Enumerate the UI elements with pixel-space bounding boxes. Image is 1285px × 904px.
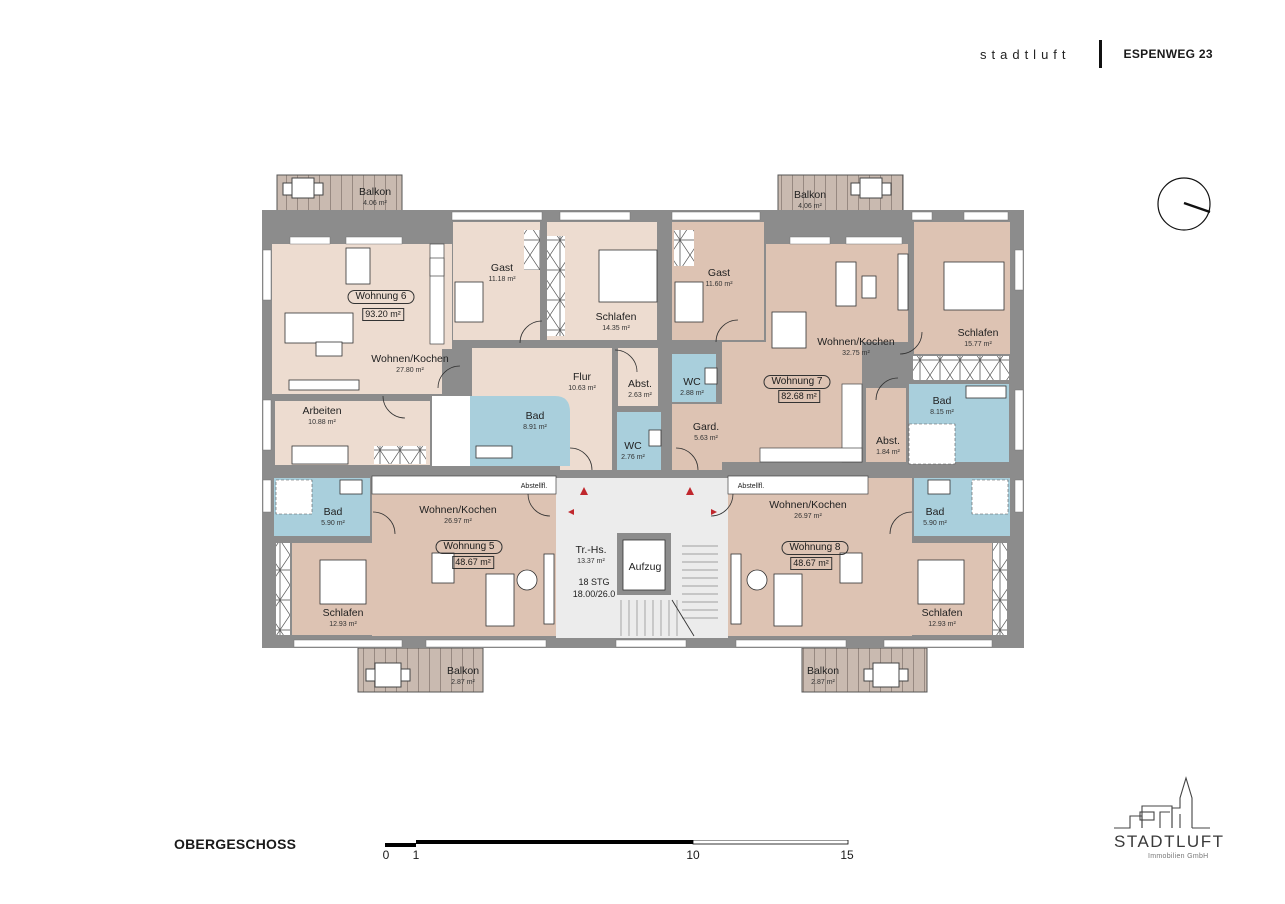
unit-tag-wohnung-7: Wohnung 7 (763, 375, 831, 389)
room-label-abstellfl-w5: Abstellfl. (520, 483, 548, 490)
balcony-bottom-left (357, 647, 484, 693)
unit-tag-wohnung-6: Wohnung 6 (347, 290, 415, 304)
brand-wordmark: stadtluft (980, 46, 1071, 62)
room-label-treppenhaus: Tr.-Hs.13.37 m² (575, 544, 607, 566)
north-compass-icon (1157, 177, 1211, 231)
logo-wordmark: STADTLUFT (1114, 832, 1225, 851)
unit-area-wohnung-7: 82.68 m² (778, 390, 820, 403)
floor-title: OBERGESCHOSS (174, 836, 297, 852)
room-label-aufzug: Aufzug (628, 561, 662, 573)
stadtluft-logo-icon (1114, 776, 1210, 829)
room-label-abst-w7: Abst.1.84 m² (876, 435, 900, 457)
scale-tick-10: 10 (686, 848, 700, 862)
scale-tick-1: 1 (412, 848, 420, 862)
room-label-abst-w6: Abst.2.63 m² (628, 378, 652, 400)
unit-tag-wohnung-5: Wohnung 5 (435, 540, 503, 554)
scale-bar: 0 1 10 15 (382, 840, 854, 870)
unit-area-wohnung-5: 48.67 m² (452, 556, 494, 569)
unit-area-wohnung-8: 48.67 m² (790, 557, 832, 570)
unit-tag-wohnung-8: Wohnung 8 (781, 541, 849, 555)
header-divider (1098, 40, 1102, 68)
scale-tick-0: 0 (382, 848, 390, 862)
stair-steps-count: 18 STG (578, 577, 610, 587)
scale-tick-15: 15 (840, 848, 854, 862)
unit-area-wohnung-6: 93.20 m² (362, 308, 404, 321)
balcony-bottom-right (801, 647, 928, 693)
room-label-abstellfl-w8: Abstellfl. (737, 483, 765, 490)
page-header: stadtluft ESPENWEG 23 (980, 40, 1213, 68)
scale-bar-graphic (385, 840, 849, 847)
project-address: ESPENWEG 23 (1123, 47, 1213, 61)
room-label-gard-w7: Gard.5.63 m² (692, 421, 720, 443)
logo-subtitle: Immobilien GmbH (1148, 853, 1209, 860)
stair-step-ratio: 18.00/26.0 (572, 589, 616, 599)
